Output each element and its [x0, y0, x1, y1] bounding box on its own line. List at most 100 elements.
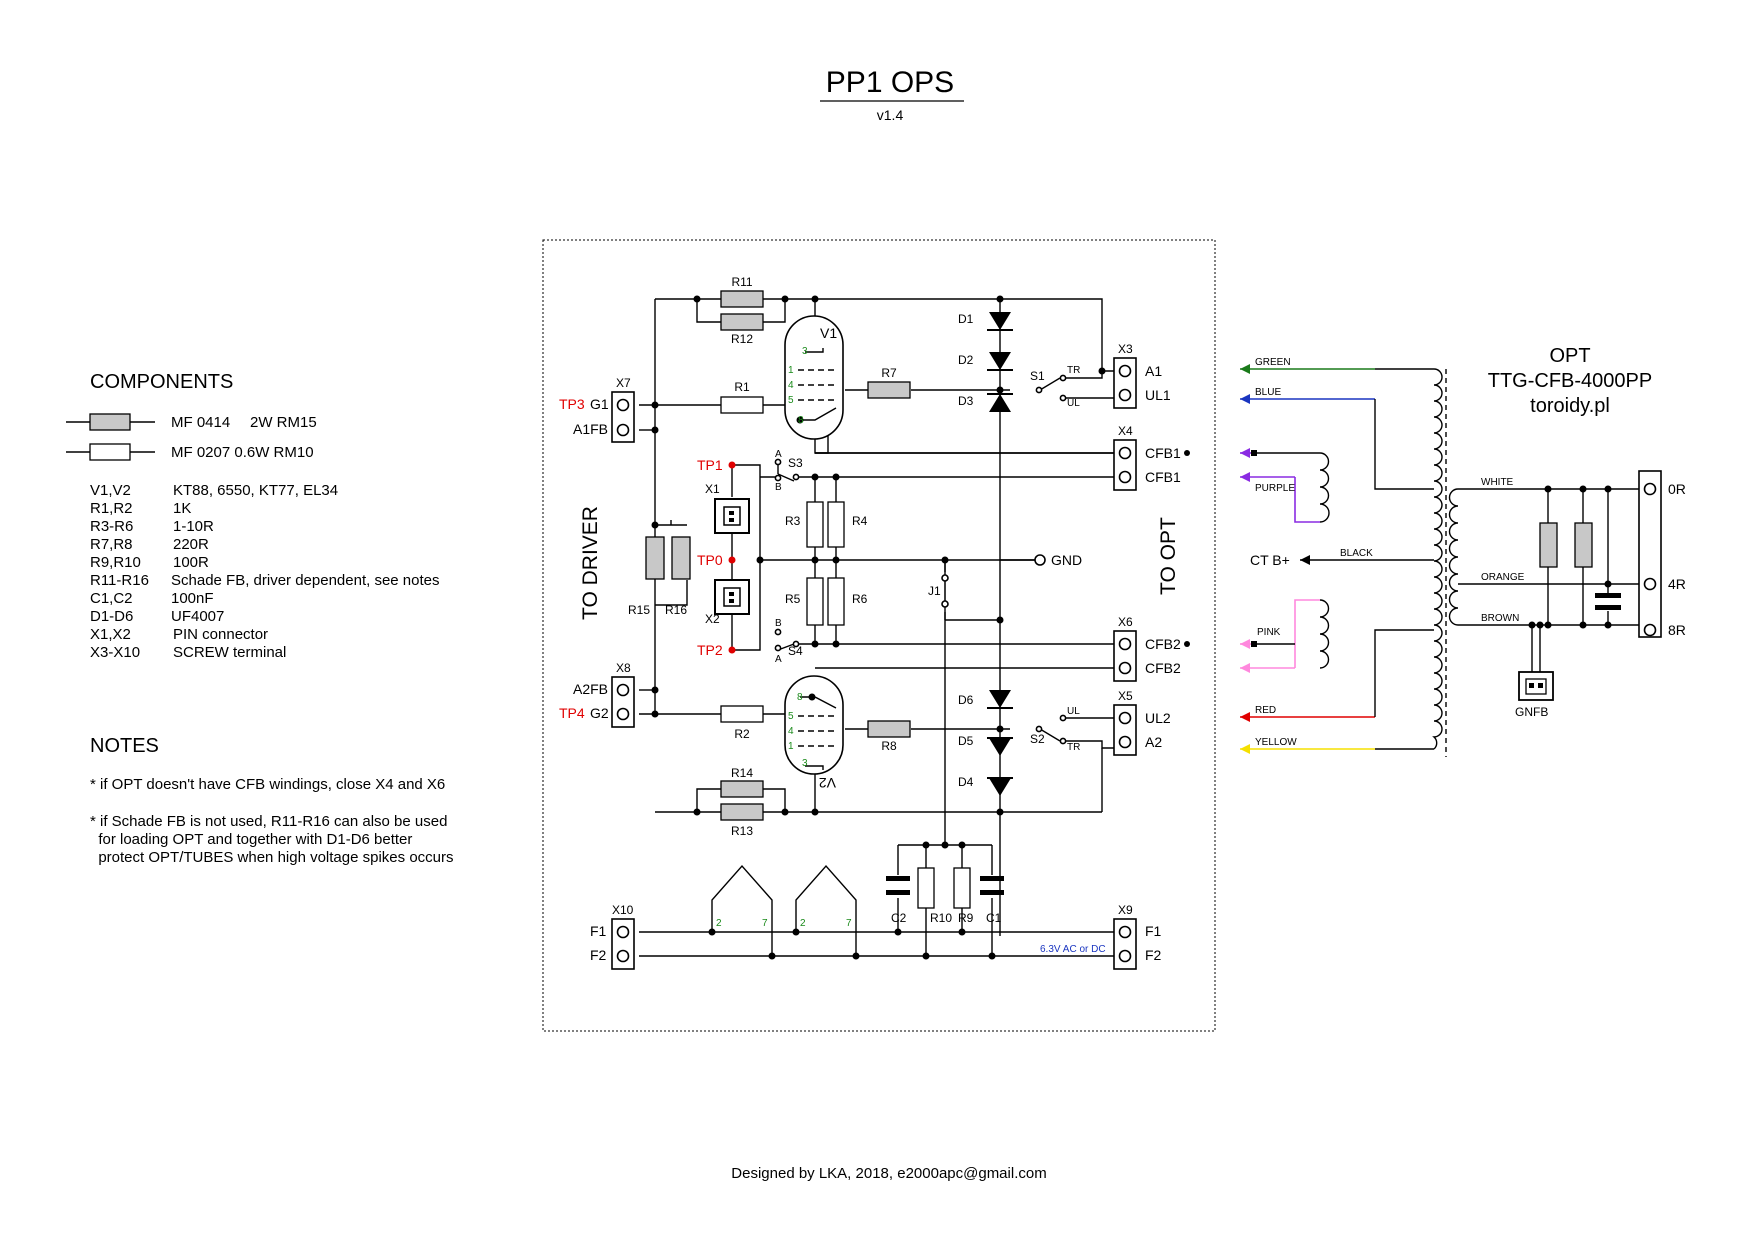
legend-spec-1: 2W RM15: [250, 414, 317, 431]
comp-value: 100nF: [171, 590, 214, 607]
wire-white: WHITE: [1481, 477, 1514, 488]
label-r6: R6: [852, 592, 868, 606]
label-d1: D1: [958, 312, 974, 326]
notes-list: * if OPT doesn't have CFB windings, clos…: [90, 776, 454, 866]
cfb1-winding: [1319, 452, 1330, 523]
label-r5: R5: [785, 592, 801, 606]
s1-ul: UL: [1067, 398, 1080, 409]
x3-name: X3: [1118, 342, 1133, 356]
secondary-dots: [1528, 485, 1612, 629]
v1-pin8: 8: [798, 415, 804, 426]
comp-value: Schade FB, driver dependent, see notes: [171, 572, 440, 589]
diode-d4: [987, 777, 1013, 796]
output-0r-terminal[interactable]: [1643, 482, 1657, 496]
resistors: R11 R12 R1 R7 R3 R4 R5 R6 R15 R16 R2 R8 …: [628, 275, 974, 925]
to-opt-label: TO OPT: [1157, 517, 1180, 595]
x9-pin-f2: F2: [1145, 947, 1162, 963]
v2-pin3: 3: [802, 758, 808, 769]
switch-s4: [774, 628, 800, 652]
tp4-label: TP4: [559, 705, 585, 721]
label-x2: X2: [705, 612, 720, 626]
v2-pin5: 5: [788, 711, 794, 722]
label-r14: R14: [731, 766, 753, 780]
notes-heading: NOTES: [90, 735, 159, 757]
ct-label: CT B+: [1250, 552, 1290, 568]
resistor-r1: [720, 396, 764, 414]
label-d3: D3: [958, 394, 974, 408]
resistor-r4: [827, 501, 845, 548]
wire-green: GREEN: [1255, 357, 1291, 368]
label-r7: R7: [881, 366, 897, 380]
comp-ref: R1,R2: [90, 500, 133, 517]
s2-tr: TR: [1067, 742, 1080, 753]
connector-x4: [1113, 439, 1137, 491]
gnfb-label: GNFB: [1515, 705, 1548, 719]
comp-ref: D1-D6: [90, 608, 133, 625]
pin-connector-x1: [714, 498, 750, 534]
tp0-label: TP0: [697, 552, 723, 568]
opt-wiring: [1240, 364, 1434, 754]
diodes: D1 D2 D3 D6 D5 D4: [958, 312, 1013, 796]
resistor-r5: [806, 577, 824, 626]
load-resistor-b: [1574, 522, 1593, 568]
opt-model: TTG-CFB-4000PP: [1488, 370, 1652, 392]
legend-resistor-2w: MF 0414 2W RM15: [66, 413, 317, 431]
resistor-r2: [720, 705, 764, 723]
fil-pin7a: 7: [762, 918, 768, 929]
x8-name: X8: [616, 661, 631, 675]
label-c1: C1: [986, 911, 1002, 925]
label-r8: R8: [881, 739, 897, 753]
label-s3: S3: [788, 456, 803, 470]
secondary-winding: [1448, 488, 1459, 626]
x8-pin-a2fb: A2FB: [573, 681, 608, 697]
label-d6: D6: [958, 693, 974, 707]
x6-name: X6: [1118, 615, 1133, 629]
diode-d6: [987, 690, 1013, 709]
version-label: v1.4: [877, 107, 904, 123]
comp-value: 1-10R: [173, 518, 214, 535]
footer-credit: Designed by LKA, 2018, e2000apc@gmail.co…: [731, 1165, 1046, 1182]
resistor-r3: [806, 501, 824, 548]
opt-windings: [1319, 368, 1459, 757]
label-c2: C2: [891, 911, 907, 925]
resistor-r15: [645, 536, 665, 580]
components-heading: COMPONENTS: [90, 371, 233, 393]
switch-s3: [774, 458, 800, 482]
note-line: protect OPT/TUBES when high voltage spik…: [90, 849, 454, 866]
connector-x9: [1113, 918, 1137, 970]
output-8r-terminal[interactable]: [1643, 623, 1657, 637]
legend-type-1: MF 0414: [171, 414, 230, 431]
wire-pink: PINK: [1257, 627, 1281, 638]
comp-value: 220R: [173, 536, 209, 553]
label-s2: S2: [1030, 732, 1045, 746]
capacitors: C2 C1: [886, 876, 1004, 925]
secondary-capacitor: [1595, 593, 1621, 610]
secondary-wiring: [1458, 488, 1650, 672]
x3-pin-a1: A1: [1145, 363, 1162, 379]
resistor-r10: [917, 867, 935, 909]
comp-value: 1K: [173, 500, 191, 517]
jumper-j1: [941, 574, 949, 608]
s3-b: B: [775, 482, 782, 493]
s4-a: A: [775, 654, 782, 665]
switch-s1: [1035, 374, 1067, 402]
resistor-r11: [720, 290, 764, 308]
wire-blue: BLUE: [1255, 387, 1281, 398]
wire-red: RED: [1255, 705, 1276, 716]
tube-v2: [784, 675, 844, 775]
v2-pin1: 1: [788, 741, 794, 752]
connector-x6: [1113, 630, 1137, 682]
x9-pin-f1: F1: [1145, 923, 1162, 939]
s4-b: B: [775, 618, 782, 629]
gnd-terminal[interactable]: [1034, 554, 1046, 566]
connector-x3: [1113, 357, 1137, 409]
x8-pin-g2: G2: [590, 705, 609, 721]
output-4r-terminal[interactable]: [1643, 577, 1657, 591]
fil-pin7b: 7: [846, 918, 852, 929]
label-r9: R9: [958, 911, 974, 925]
switch-s2: [1035, 714, 1067, 745]
resistor-r12: [720, 313, 764, 331]
x4-name: X4: [1118, 424, 1133, 438]
v2-pin4: 4: [788, 726, 794, 737]
